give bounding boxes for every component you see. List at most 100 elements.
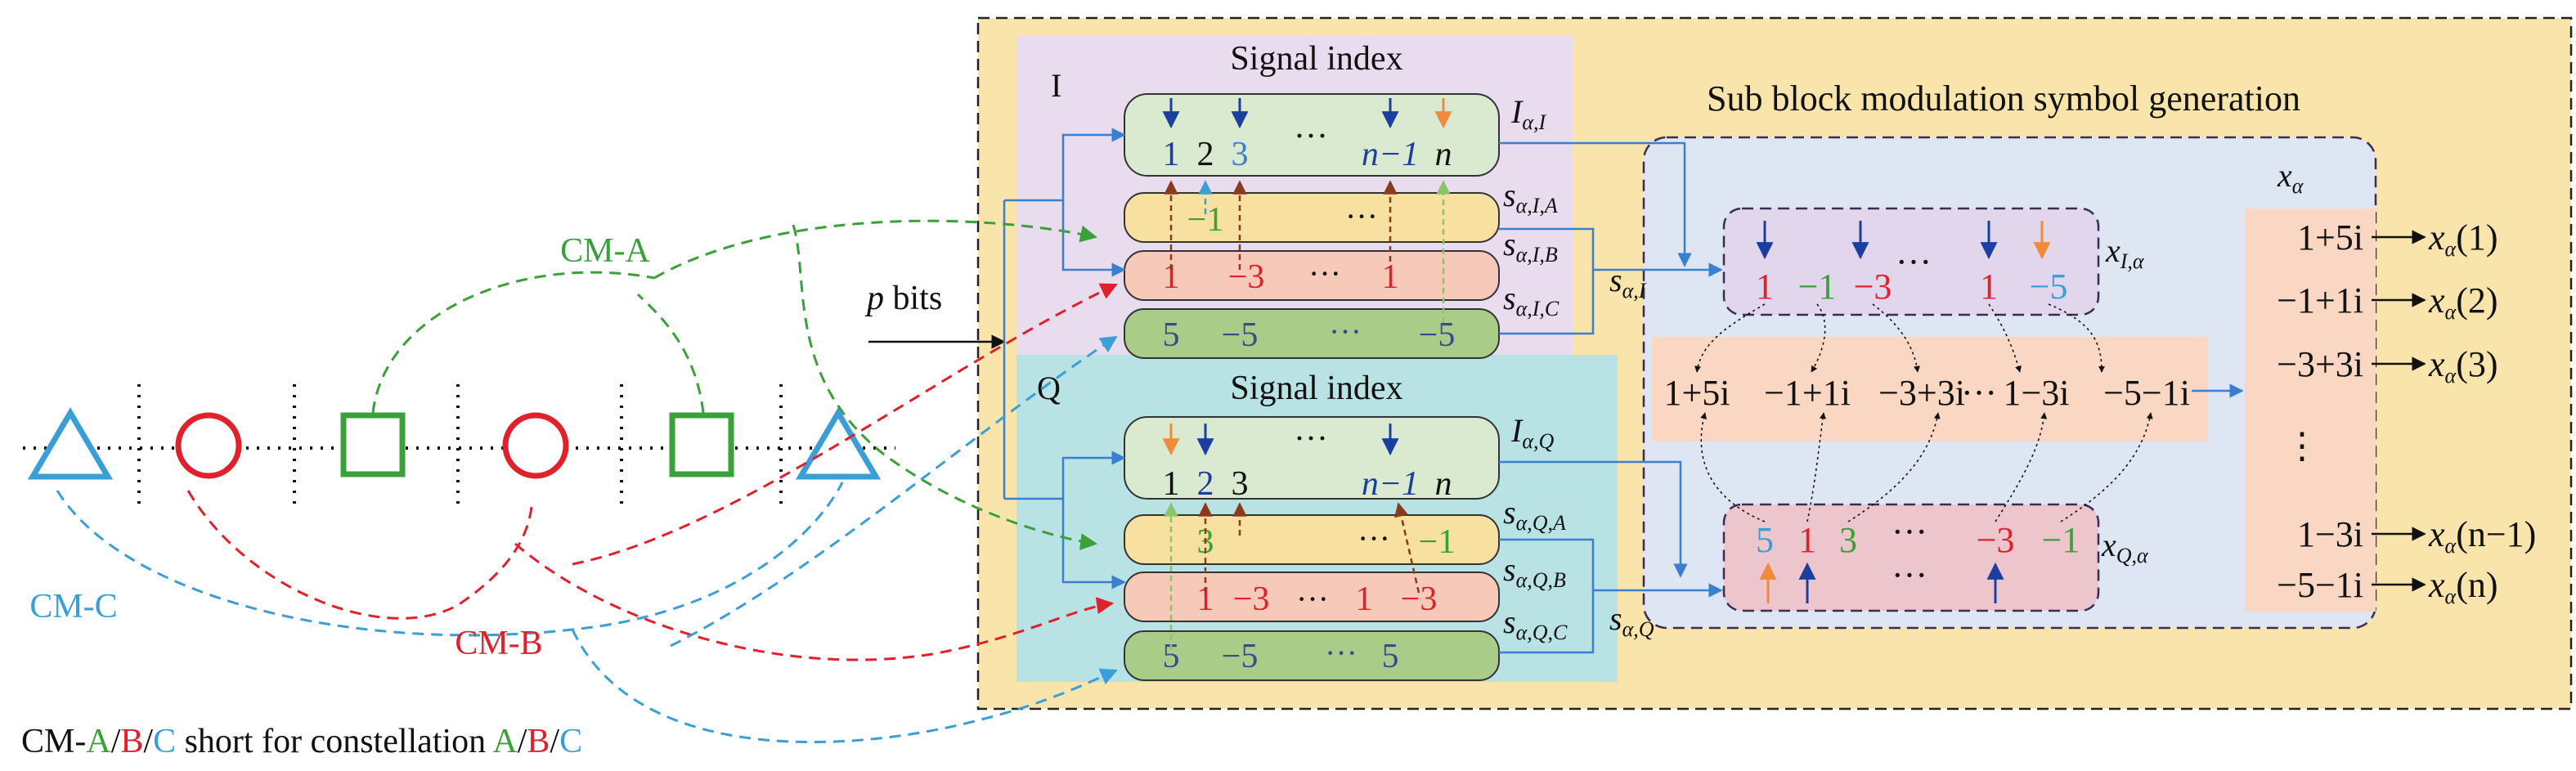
i-row-b-name: sα,I,B <box>1503 226 1558 267</box>
square-a-2 <box>669 412 734 477</box>
cm-b-curves <box>186 283 1118 661</box>
i-index-values: 1 2 3 ··· n−1 n <box>1163 118 1452 173</box>
p-bits-label: p bits <box>864 280 942 317</box>
combining-arrows <box>1694 303 2153 522</box>
q-row-c-value-2: −5 <box>1222 638 1259 675</box>
i-row-b-value-1: 1 <box>1163 258 1180 296</box>
i-row-c-value-1: 5 <box>1163 316 1180 354</box>
x-alpha-output-3: xα(3) <box>2428 344 2498 388</box>
cm-c-curves <box>56 335 1118 744</box>
cm-b-label: CM-B <box>455 625 542 662</box>
i-name-main: Iα,I <box>1510 93 1546 134</box>
xi-value-2: −1 <box>1798 267 1837 307</box>
i-selection-arrows <box>1164 180 1451 323</box>
i-row-b-value-2: −3 <box>1228 258 1265 296</box>
i-branch-label: I <box>1051 67 1061 104</box>
q-row-b-dots: ··· <box>1296 580 1329 617</box>
xi-arrows <box>1756 221 2051 260</box>
x-alpha-value-6: −5−1i <box>2277 565 2363 605</box>
sub-block-title: Sub block modulation symbol generation <box>1707 78 2300 119</box>
x-alpha-values: 1+5i −1+1i −3+3i ⋮ 1−3i −5−1i <box>2277 217 2363 605</box>
cm-a-label: CM-A <box>560 232 650 270</box>
i-index-arrows <box>1162 98 1452 129</box>
xi-dots: ··· <box>1896 242 1932 282</box>
i-index-2: 2 <box>1197 136 1214 173</box>
q-signal-index-title: Signal index <box>1230 370 1402 407</box>
x-alpha-output-2: xα(2) <box>2428 280 2498 324</box>
cm-a-curves <box>371 219 1098 551</box>
xq-label: xQ,α <box>2101 527 2149 567</box>
xq-dots: ··· <box>1892 512 1928 552</box>
combined-5: 1−3i <box>2003 373 2069 413</box>
xq-value-3: 3 <box>1839 520 1857 560</box>
i-row-c-value-4: −5 <box>1419 316 1456 354</box>
combined-3: −3+3i <box>1878 373 1965 413</box>
combined-values: 1+5i −1+1i −3+3i ··· 1−3i −5−1i <box>1663 373 2189 413</box>
x-alpha-output-n: xα(n) <box>2428 565 2498 608</box>
q-index-dots: ··· <box>1294 420 1328 458</box>
i-row-a-dots: ··· <box>1345 198 1378 235</box>
i-index-n-1: n−1 <box>1362 136 1419 173</box>
q-row-c-value-1: 5 <box>1163 638 1180 675</box>
xi-dashed-box <box>1722 207 2100 316</box>
x-alpha-value-2: −1+1i <box>2277 280 2363 321</box>
xq-value-1: 5 <box>1756 520 1774 560</box>
xq-arrows <box>1759 562 2004 603</box>
q-row-b-value-2: −3 <box>1233 580 1270 618</box>
xq-value-6: −1 <box>2042 520 2080 560</box>
q-index-values: 1 2 3 ··· n−1 n <box>1163 420 1452 503</box>
i-index-3: 3 <box>1232 136 1249 173</box>
i-row-c-name: sα,I,C <box>1503 280 1560 321</box>
i-index-1: 1 <box>1163 136 1180 173</box>
q-index-2: 2 <box>1197 465 1214 503</box>
combined-1: 1+5i <box>1663 373 1730 413</box>
q-name-main: Iα,Q <box>1510 412 1554 453</box>
i-row-b-dots: ··· <box>1308 255 1341 292</box>
q-output-name: sα,Q <box>1609 600 1654 641</box>
q-index-arrows <box>1162 424 1399 456</box>
x-alpha-label: xα <box>2277 157 2304 198</box>
q-index-n: n <box>1435 465 1452 503</box>
xq-value-5: −3 <box>1977 520 2015 560</box>
x-alpha-output-1: xα(1) <box>2428 217 2498 261</box>
i-row-b-value-4: 1 <box>1382 258 1399 296</box>
xq-dots-2: ··· <box>1892 555 1928 595</box>
q-index-1: 1 <box>1163 465 1180 503</box>
branch-routing <box>1003 128 1126 589</box>
q-index-n-1: n−1 <box>1362 465 1419 503</box>
x-alpha-value-1: 1+5i <box>2297 217 2363 258</box>
x-alpha-vdots: ⋮ <box>2284 426 2320 466</box>
xq-value-2: 1 <box>1798 520 1816 560</box>
q-row-b-value-4: 1 <box>1356 580 1373 618</box>
combined-band <box>1652 337 2208 442</box>
xi-value-3: −3 <box>1854 267 1892 307</box>
q-row-a-value-3: −1 <box>1419 523 1456 561</box>
iq-output-lines <box>1499 141 1723 654</box>
q-row-a-dots: ··· <box>1358 520 1390 557</box>
q-row-b-value-5: −3 <box>1401 580 1438 618</box>
circle-b-1 <box>175 412 242 479</box>
x-alpha-outputs: xα(1) xα(2) xα(3) xα(n−1) xα(n) <box>2428 217 2536 608</box>
i-index-dots: ··· <box>1294 118 1328 155</box>
i-index-n: n <box>1435 136 1452 173</box>
x-alpha-value-5: 1−3i <box>2297 514 2363 554</box>
q-row-b-name: sα,Q,B <box>1503 551 1566 592</box>
combined-2: −1+1i <box>1764 373 1851 413</box>
xi-label: xI,α <box>2105 232 2145 273</box>
x-alpha-output-n-1: xα(n−1) <box>2428 514 2536 558</box>
combined-dots: ··· <box>1961 373 1997 413</box>
q-row-c-name: sα,Q,C <box>1503 603 1568 644</box>
legend: CM-A/B/C short for constellation A/B/C <box>21 723 582 760</box>
q-row-b <box>1124 572 1500 622</box>
i-row-a <box>1124 192 1500 243</box>
i-row-a-name: sα,I,A <box>1503 177 1558 217</box>
q-row-c-value-4: 5 <box>1382 638 1399 675</box>
xi-values: 1 −1 −3 ··· 1 −5 <box>1756 242 2067 307</box>
xi-value-1: 1 <box>1756 267 1774 307</box>
x-alpha-output-arrows <box>2372 230 2426 592</box>
q-branch-label: Q <box>1037 370 1061 406</box>
q-row-c-dots: ··· <box>1325 634 1358 671</box>
q-selection-arrows <box>1164 502 1420 650</box>
i-signal-index-title: Signal index <box>1230 40 1402 78</box>
